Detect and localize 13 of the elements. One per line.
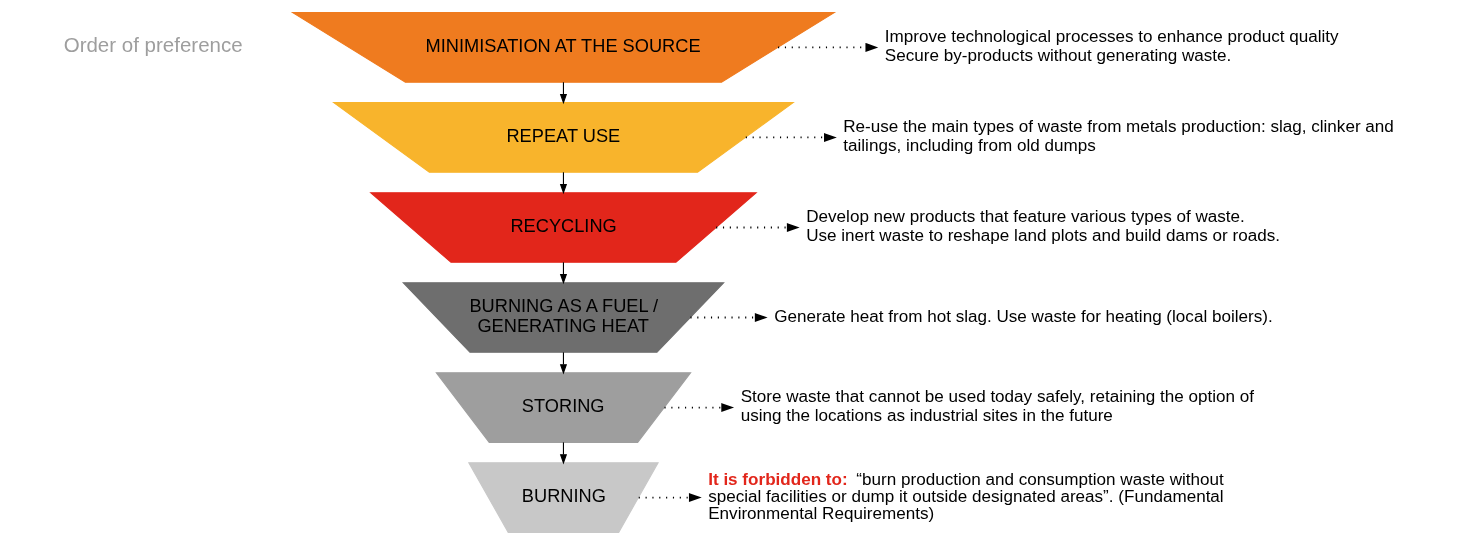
arrow <box>714 223 800 232</box>
arrow <box>637 493 702 503</box>
node-text: Re-use the main types of waste from metals production: slag, clinker and tailings, including from old dumps <box>842 116 1394 156</box>
arrow <box>689 313 768 322</box>
node-text: Improve technological processes to enhance product quality Secure by-products without generating waste. <box>884 26 1339 66</box>
arrow <box>663 403 734 413</box>
node-text: Develop new products that feature various types of waste. Use inert waste to reshape land plots and build dams or roads. <box>805 206 1280 246</box>
arrow <box>744 132 837 142</box>
label: Order of preference <box>63 33 243 57</box>
arrow <box>776 42 878 52</box>
node-text: Store waste that cannot be used today safely, retaining the option of using the locations as industrial sites in the future <box>740 386 1254 426</box>
node-text: Generate heat from hot slag. Use waste for heating (local boilers). <box>773 306 1273 326</box>
node-text: It is forbidden to: “burn production and consumption waste without special facilities or dump it outside designated areas”. (Fundamental Environmental Requirements) <box>707 469 1224 523</box>
